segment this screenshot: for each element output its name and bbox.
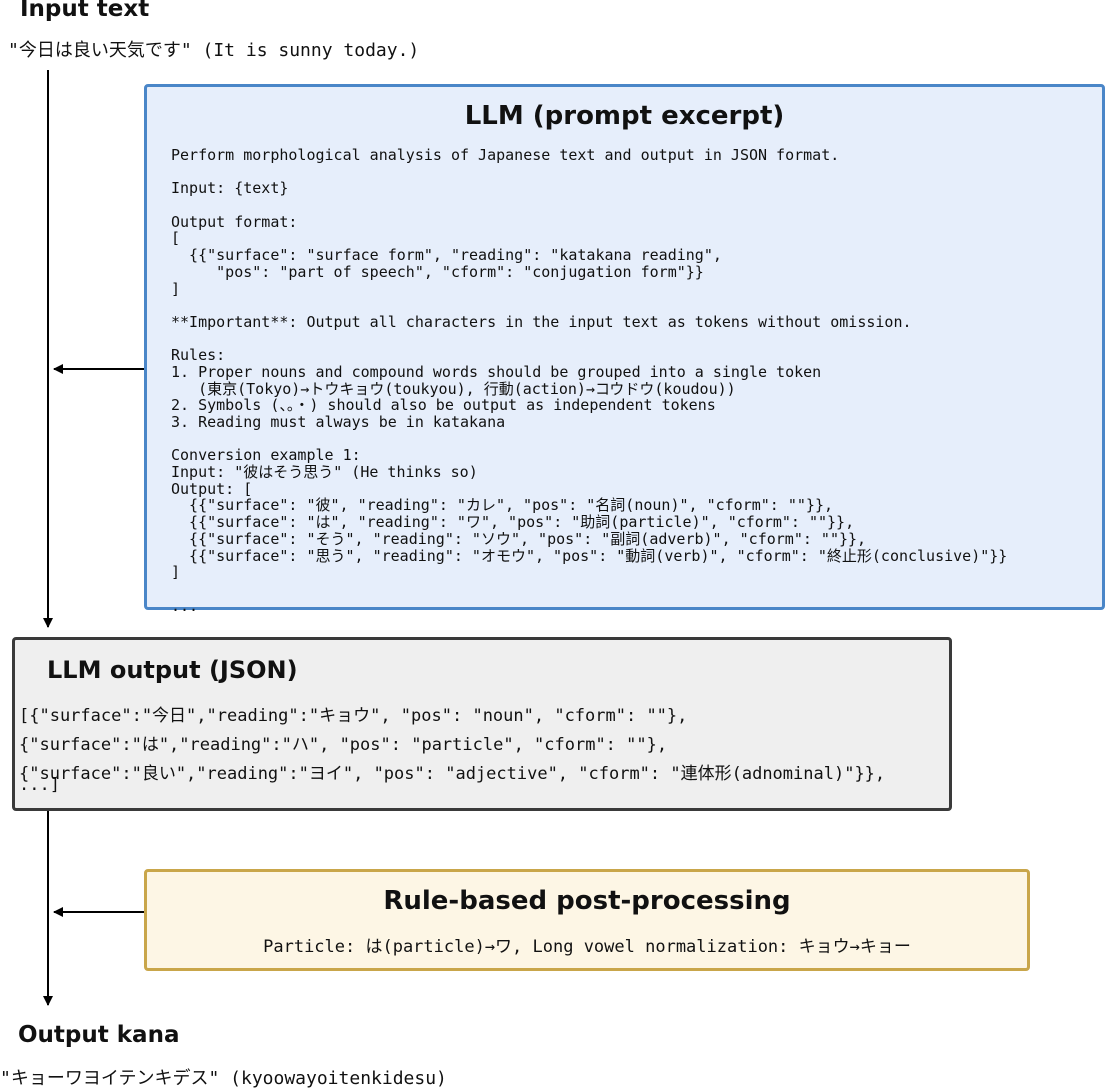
post-processing-title: Rule-based post-processing — [383, 886, 791, 916]
text-line: Output format: — [171, 212, 298, 231]
text-line: Conversion example 1: — [171, 446, 361, 465]
text-line: Perform morphological analysis of Japane… — [171, 146, 840, 164]
output-kana-value: "キョーワヨイテンキデス" (kyoowayoitenkidesu) — [0, 1068, 447, 1089]
text-line: [{"surface":"今日","reading":"キョウ", "pos":… — [19, 706, 688, 726]
text-line — [171, 431, 1007, 448]
text-line: ] — [171, 563, 181, 582]
text-line — [171, 197, 1007, 214]
text-line: {{"surface": "は", "reading": "ワ", "pos":… — [171, 513, 855, 532]
text-line: Output: [ — [171, 479, 253, 498]
text-line: "pos": "part of speech", "cform": "conju… — [171, 262, 704, 281]
text-line: {{"surface": "surface form", "reading": … — [171, 246, 722, 265]
text-line: ] — [171, 279, 181, 298]
text-line: 2. Symbols (、。・) should also be output a… — [171, 396, 716, 415]
llm-prompt-text: Perform morphological analysis of Japane… — [171, 147, 1007, 614]
post-processing-box: Rule-based post-processing Particle: は(p… — [144, 869, 1030, 971]
text-line: {{"surface": "思う", "reading": "オモウ", "po… — [171, 546, 1008, 565]
llm-prompt-title: LLM (prompt excerpt) — [464, 101, 785, 131]
text-line — [171, 164, 1007, 181]
text-line: ... — [171, 596, 199, 615]
text-line: Input: {text} — [171, 179, 289, 198]
llm-output-json: [{"surface":"今日","reading":"キョウ", "pos":… — [19, 702, 885, 794]
text-line: **Important**: Output all characters in … — [171, 312, 912, 331]
input-text-title: Input text — [20, 0, 150, 22]
text-line: [ — [171, 229, 181, 248]
llm-output-title: LLM output (JSON) — [47, 656, 298, 684]
text-line: (東京(Tokyo)→トウキョウ(toukyou), 行動(action)→コウ… — [171, 379, 736, 398]
text-line: ...] — [19, 775, 60, 795]
text-line: 3. Reading must always be in katakana — [171, 413, 506, 431]
post-processing-text: Particle: は(particle)→ワ, Long vowel norm… — [263, 937, 911, 957]
text-line: Rules: — [171, 346, 226, 365]
output-kana-title: Output kana — [18, 1022, 180, 1048]
text-line — [171, 331, 1007, 348]
text-line: {"surface":"は","reading":"ハ", "pos": "pa… — [19, 735, 668, 755]
text-line: 1. Proper nouns and compound words shoul… — [171, 362, 822, 381]
text-line: Input: "彼はそう思う" (He thinks so) — [171, 463, 478, 482]
llm-output-box: LLM output (JSON) [{"surface":"今日","read… — [12, 637, 952, 811]
input-text-value: "今日は良い天気です" (It is sunny today.) — [8, 40, 420, 61]
text-line: {{"surface": "彼", "reading": "カレ", "pos"… — [171, 496, 834, 515]
text-line — [171, 581, 1007, 598]
text-line: {"surface":"良い","reading":"ヨイ", "pos": "… — [19, 764, 886, 784]
llm-prompt-box: LLM (prompt excerpt) Perform morphologic… — [144, 84, 1105, 614]
text-line: {{"surface": "そう", "reading": "ソウ", "pos… — [171, 529, 867, 548]
text-line — [171, 297, 1007, 314]
